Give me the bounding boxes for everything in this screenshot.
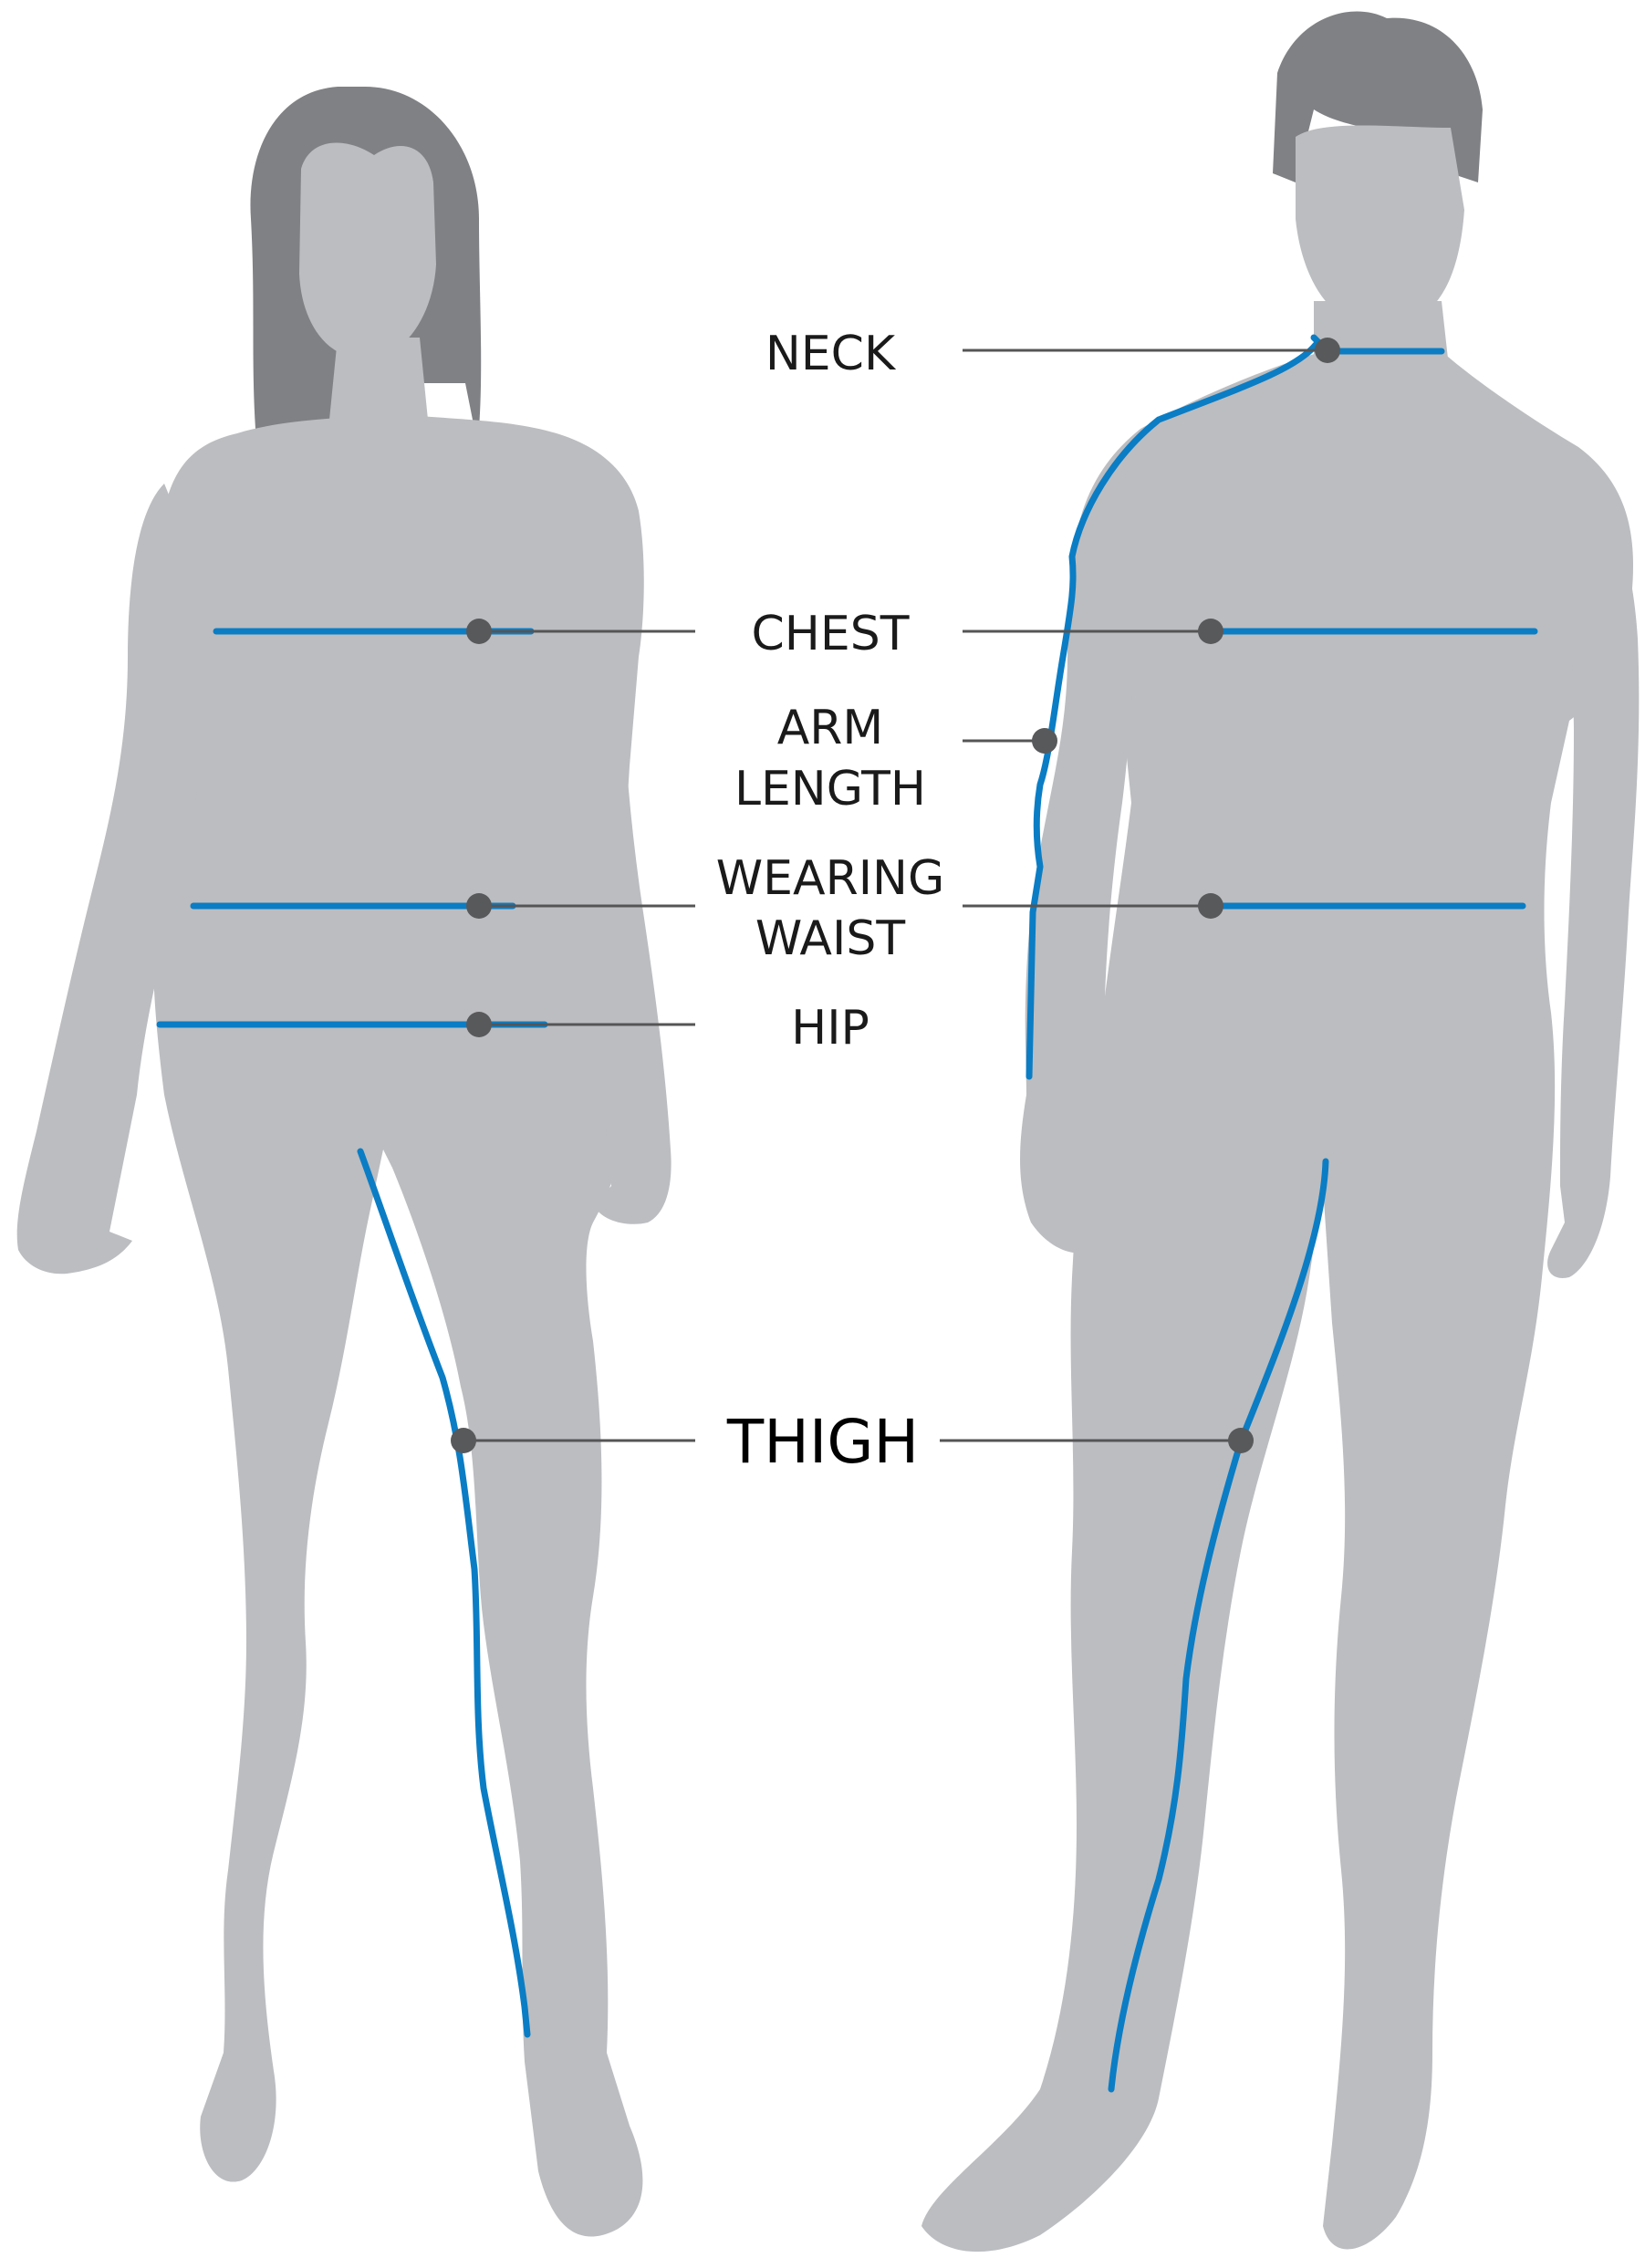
arm-length-dot (1032, 728, 1057, 754)
arm-length-label-line1: ARM (777, 701, 884, 755)
chest-label: CHEST (751, 607, 909, 661)
female-hip-dot (466, 1012, 492, 1037)
male-body (921, 351, 1633, 2252)
thigh-label: THIGH (726, 1407, 919, 1477)
female-head (299, 142, 436, 356)
female-waist-dot (466, 893, 492, 919)
measurement-labels: NECK CHEST ARM LENGTH WEARING WAIST HIP … (716, 327, 945, 1477)
male-thigh-dot (1228, 1428, 1254, 1453)
male-chest-dot (1198, 619, 1223, 644)
hip-label: HIP (791, 1001, 869, 1056)
female-left-arm (17, 484, 207, 1274)
female-thigh-dot (451, 1428, 476, 1453)
male-head (1296, 126, 1464, 326)
wearing-waist-label-line1: WEARING (716, 851, 945, 906)
male-waist-dot (1198, 893, 1223, 919)
male-figure (921, 12, 1639, 2252)
female-chest-dot (466, 619, 492, 644)
arm-length-label-line2: LENGTH (734, 762, 926, 817)
neck-dot (1315, 338, 1340, 363)
neck-label: NECK (765, 327, 897, 381)
female-figure (17, 87, 672, 2237)
wearing-waist-label-line2: WAIST (755, 911, 905, 966)
